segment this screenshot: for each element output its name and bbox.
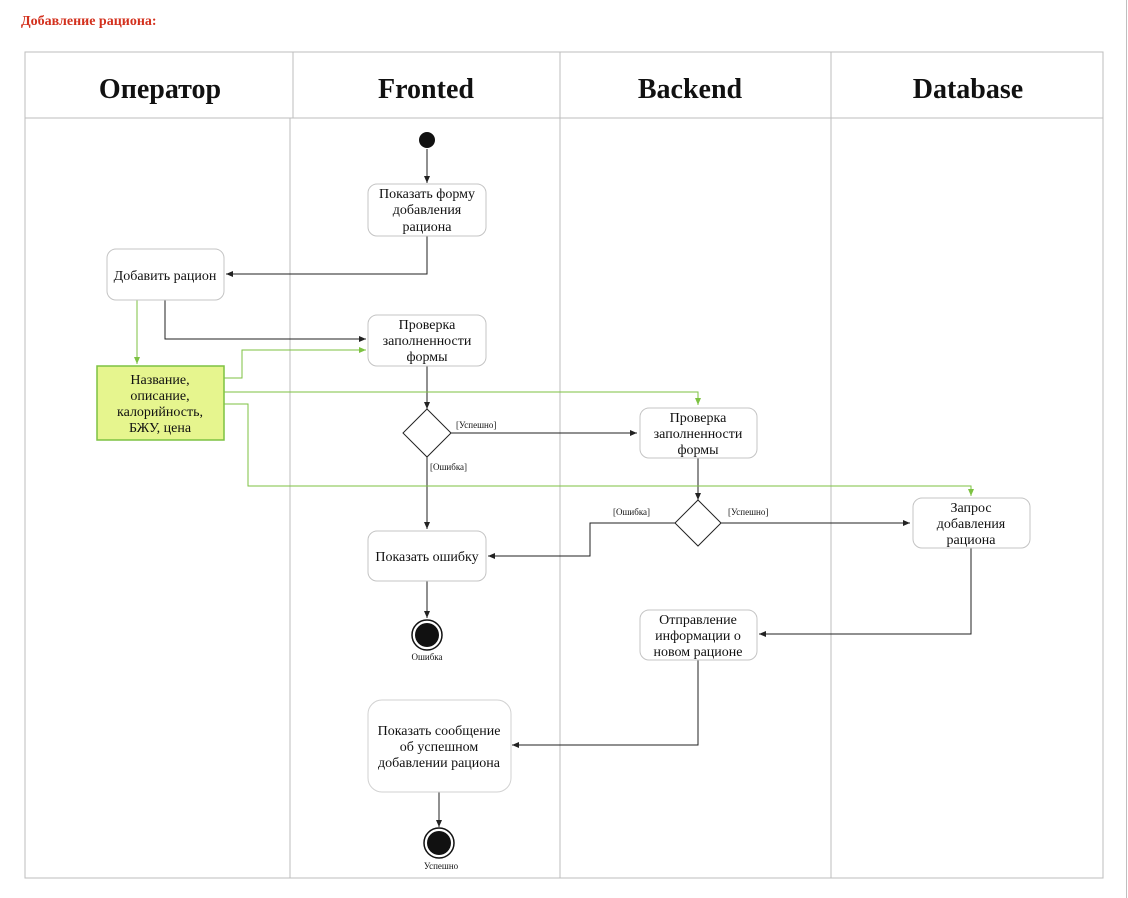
node-send-info-line-1: Отправление [659,613,737,628]
node-back-check-line-1: Проверка [670,411,727,426]
guard-back-error: [Ошибка] [613,507,650,517]
green-edge-fields-to-back-check [224,391,701,405]
node-form-fields: Название, описание, калорийность, БЖУ, ц… [96,365,225,441]
node-show-success: Показать сообщение об успешном добавлени… [367,699,512,793]
end-node-error [411,619,443,651]
node-form-fields-line-3: калорийность, [117,405,203,420]
guard-front-success: [Успешно] [456,420,496,430]
node-show-form-line-2: добавления [393,203,462,218]
node-form-fields-line-2: описание, [130,389,189,404]
node-show-form-line-1: Показать форму [379,187,475,202]
edge-back-decision-error [488,522,675,559]
node-front-check-line-2: заполненности [383,334,472,349]
node-show-error-label: Показать ошибку [375,550,478,565]
node-back-check: Проверка заполненности формы [639,407,758,459]
edge-add-ration-to-front-check [164,300,366,342]
node-send-info-line-3: новом рационе [653,645,742,660]
green-edge-fields-to-db [224,403,974,496]
node-form-fields-line-4: БЖУ, цена [129,421,192,436]
node-show-form-line-3: рациона [403,220,453,235]
node-add-ration: Добавить рацион [106,248,225,301]
node-show-success-line-3: добавлении рациона [378,756,501,771]
edge-show-form-to-add-ration [226,236,428,277]
lane-title-backend: Backend [638,74,743,105]
lane-title-frontend: Fronted [378,74,474,105]
green-edge-fields-to-front-check [224,347,366,379]
node-form-fields-line-1: Название, [130,373,189,388]
decision-node-backend [674,499,722,547]
node-show-success-line-1: Показать сообщение [378,724,501,739]
page-title: Добавление рациона: [21,14,157,29]
decision-node-frontend [402,408,452,458]
node-db-request-line-2: добавления [937,517,1006,532]
node-back-check-line-2: заполненности [654,427,743,442]
lane-title-database: Database [913,74,1023,105]
start-node [419,132,435,148]
node-send-info-line-2: информации о [655,629,741,644]
edge-db-to-send-info [759,548,972,637]
edge-send-info-to-success-msg [512,660,699,748]
node-db-request: Запрос добавления рациона [912,497,1031,549]
node-show-form: Показать форму добавления рациона [367,183,487,237]
node-front-check-line-1: Проверка [399,318,456,333]
node-db-request-line-1: Запрос [950,501,991,516]
lane-title-operator: Оператор [99,74,221,105]
node-db-request-line-3: рациона [947,533,997,548]
node-add-ration-label: Добавить рацион [114,269,217,284]
node-send-info: Отправление информации о новом рационе [639,609,758,661]
node-back-check-line-3: формы [677,443,719,458]
page-right-border [1126,0,1127,898]
node-front-check: Проверка заполненности формы [367,314,487,367]
end-label-error: Ошибка [411,652,442,662]
end-node-success [423,827,455,859]
swimlane-grid [24,51,1104,879]
swimlane-frame [24,51,1104,879]
guard-front-error: [Ошибка] [430,462,467,472]
node-show-error: Показать ошибку [367,530,487,582]
end-label-success: Успешно [424,861,459,871]
guard-back-success: [Успешно] [728,507,768,517]
node-show-success-line-2: об успешном [400,740,479,755]
node-front-check-line-3: формы [406,350,448,365]
